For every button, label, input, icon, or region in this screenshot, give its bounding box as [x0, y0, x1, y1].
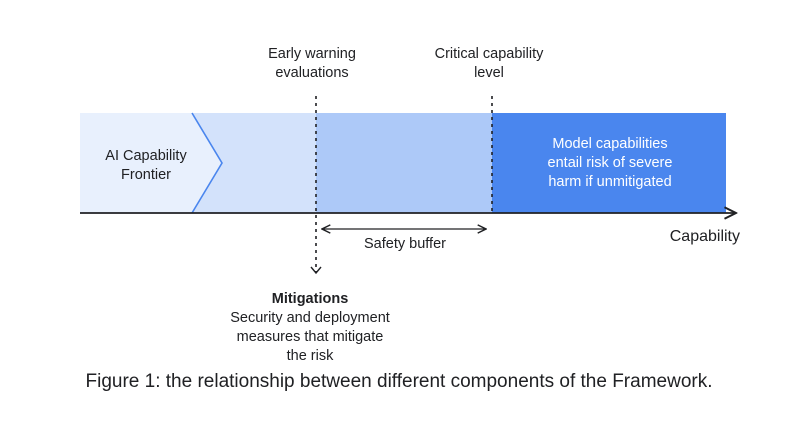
mitigations-title: Mitigations — [271, 291, 349, 307]
mitigations-description-text: Security and deployment measures that mi… — [230, 310, 390, 364]
frontier-chevron — [192, 113, 222, 213]
critical-level-label: Critical capability level — [414, 45, 564, 83]
critical-level-text: Critical capability level — [434, 46, 544, 81]
early-warning-label: Early warning evaluations — [252, 45, 372, 83]
frontier-text: AI Capability Frontier — [105, 148, 187, 183]
risk-zone — [492, 113, 726, 213]
frontier-label: AI Capability Frontier — [84, 147, 208, 185]
mitigations-description: Security and deployment measures that mi… — [200, 309, 420, 366]
risk-zone-label: Model capabilities entail risk of severe… — [510, 135, 710, 192]
mitigations-arrow-head — [310, 266, 322, 275]
early-warning-text: Early warning evaluations — [268, 46, 356, 81]
axis-label: Capability — [669, 228, 740, 245]
risk-zone-text: Model capabilities entail risk of severe… — [547, 136, 673, 190]
figure-caption: Figure 1: the relationship between diffe… — [85, 371, 713, 392]
safety-buffer-label: Safety buffer — [364, 236, 446, 252]
buffer-zone — [316, 113, 492, 213]
frontier-edge — [191, 112, 223, 214]
